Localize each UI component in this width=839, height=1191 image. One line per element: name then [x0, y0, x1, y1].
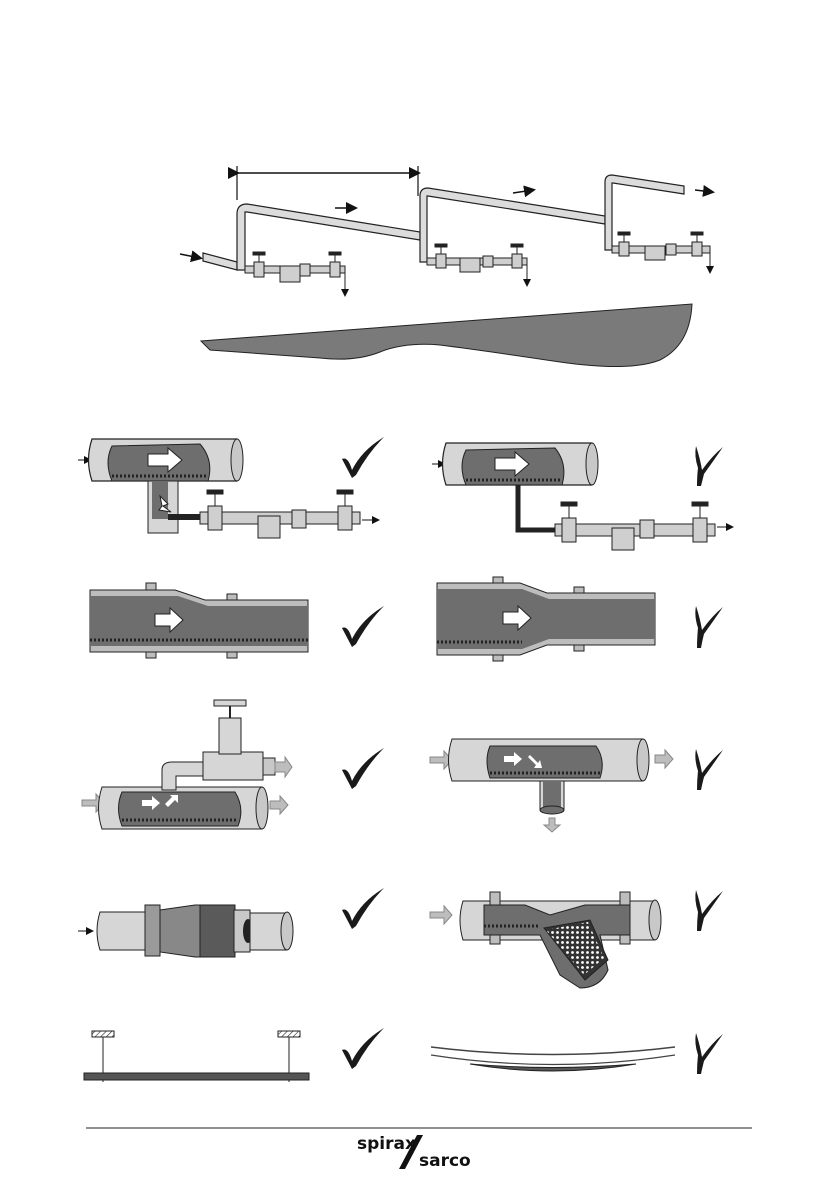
- ceiling-bracket: [92, 1031, 114, 1037]
- trap-set-2: [427, 244, 527, 285]
- cross-mark: [695, 606, 723, 648]
- trap-set-3: [612, 232, 710, 272]
- ceiling-bracket: [278, 1031, 300, 1037]
- cross-mark: [695, 749, 723, 790]
- branch-top-takeoff-diagram: [82, 700, 292, 829]
- concentric-reducer-diagram: [437, 577, 655, 661]
- cross-mark: [695, 1033, 723, 1074]
- check-mark: [342, 1028, 384, 1069]
- check-mark: [342, 748, 384, 789]
- cross-mark: [695, 446, 723, 486]
- supported-pipe-diagram: [84, 1031, 309, 1082]
- pocket-drain-diagram: [78, 439, 378, 538]
- steam-main-overview: [180, 166, 712, 367]
- flow-arrow-2: [513, 190, 533, 193]
- strainer-on-side-diagram: [78, 905, 293, 957]
- ground-profile: [201, 304, 692, 367]
- trap-set-1: [245, 252, 345, 295]
- check-mark: [342, 606, 384, 647]
- flow-arrow-in: [180, 254, 200, 258]
- cross-mark: [695, 890, 723, 931]
- stop-valve: [203, 752, 263, 780]
- small-drain-tapping-diagram: [432, 443, 732, 550]
- logo-word-sarco: sarco: [419, 1151, 471, 1171]
- check-mark: [342, 437, 384, 478]
- logo-word-spirax: spirax: [357, 1134, 416, 1154]
- straight-pipe: [84, 1073, 309, 1080]
- check-mark: [342, 888, 384, 929]
- spirax-sarco-logo: spirax sarco: [355, 1132, 495, 1172]
- branch-bottom-takeoff-diagram: [430, 739, 673, 832]
- flow-arrow-out: [695, 190, 712, 192]
- strainer-basket-down-diagram: [430, 892, 661, 988]
- eccentric-reducer-diagram: [90, 583, 308, 658]
- sagging-pipe-diagram: [431, 1047, 675, 1071]
